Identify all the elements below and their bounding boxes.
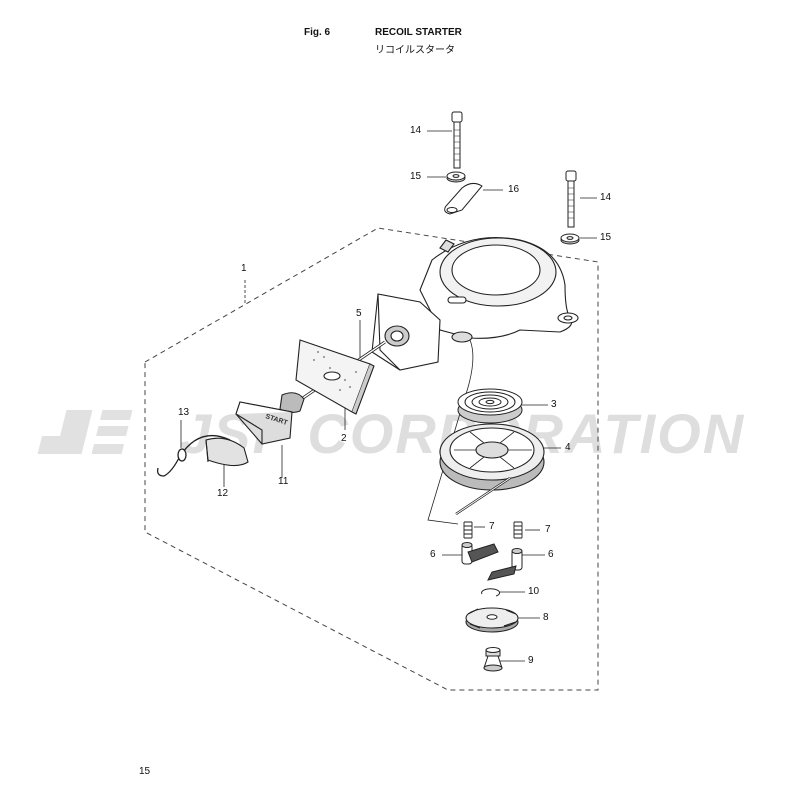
callout-8: 8 [543, 612, 549, 623]
callout-14: 14 [410, 125, 422, 136]
bolt-14-right [565, 170, 577, 228]
callout-11: 11 [278, 476, 289, 487]
callout-6: 6 [430, 549, 436, 560]
callout-10: 10 [528, 586, 540, 597]
leader-lines [180, 130, 597, 662]
rope-guide-5 [371, 293, 441, 371]
callout-7: 7 [489, 521, 495, 532]
callout-15: 15 [600, 232, 612, 243]
callout-15: 15 [410, 171, 422, 182]
callout-4: 4 [565, 442, 571, 453]
pulley-4 [439, 423, 545, 515]
callout-14: 14 [600, 192, 612, 203]
callout-2: 2 [341, 433, 347, 444]
handle-insert-12 [205, 437, 249, 467]
clamp-16 [444, 182, 483, 215]
diagram-title: RECOIL STARTER [375, 27, 462, 38]
callout-12: 12 [217, 488, 229, 499]
page-number: 15 [139, 766, 151, 777]
ratchet-6a [461, 542, 499, 565]
screw-9 [483, 647, 503, 672]
callout-13: 13 [178, 407, 190, 418]
ratchet-guide-8 [465, 607, 519, 633]
callout-1: 1 [241, 263, 247, 274]
washer-15-right [560, 233, 580, 245]
starter-case [419, 237, 579, 525]
ratchet-spring-7a [463, 521, 473, 539]
callout-16: 16 [508, 184, 520, 195]
assembly-boundary [144, 227, 599, 691]
callout-9: 9 [528, 655, 534, 666]
ratchet-spring-7b [513, 521, 523, 539]
guide-plate-2 [295, 339, 375, 415]
callout-7: 7 [545, 524, 551, 535]
starter-handle-11 [235, 392, 305, 445]
callout-5: 5 [356, 308, 362, 319]
callout-3: 3 [551, 399, 557, 410]
diagram-title-japanese: リコイルスタータ [375, 45, 455, 56]
bolt-14-left [451, 111, 463, 169]
callout-6: 6 [548, 549, 554, 560]
washer-15-left [446, 171, 466, 183]
circlip-10 [481, 588, 501, 597]
recoil-spring-3 [457, 388, 523, 424]
figure-number: Fig. 6 [304, 27, 331, 38]
rope-end-13 [156, 435, 231, 477]
ratchet-6b [487, 548, 523, 581]
